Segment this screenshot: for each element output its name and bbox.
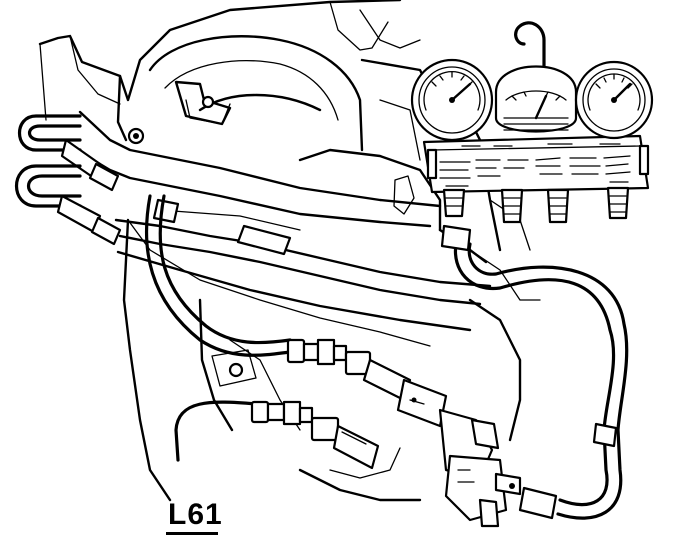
manifold-gauge-set xyxy=(410,21,654,224)
center-gauge xyxy=(494,65,578,133)
ac-lines-upper xyxy=(18,110,442,228)
low-pressure-gauge xyxy=(410,58,494,142)
manifold-ports xyxy=(442,186,630,224)
manifold-fine-print xyxy=(439,143,631,187)
high-pressure-gauge xyxy=(574,60,654,140)
ac-lines-lower xyxy=(14,164,492,332)
figure-label-underline xyxy=(166,532,218,535)
service-hose-lower xyxy=(174,400,258,462)
service-valve xyxy=(438,408,522,528)
fitting-upper xyxy=(286,338,448,428)
fitting-lower xyxy=(250,400,380,470)
service-hose-upper xyxy=(144,194,292,357)
gauge-hose xyxy=(440,224,629,520)
engine-block xyxy=(38,0,541,502)
figure-label: L61 xyxy=(168,498,223,531)
